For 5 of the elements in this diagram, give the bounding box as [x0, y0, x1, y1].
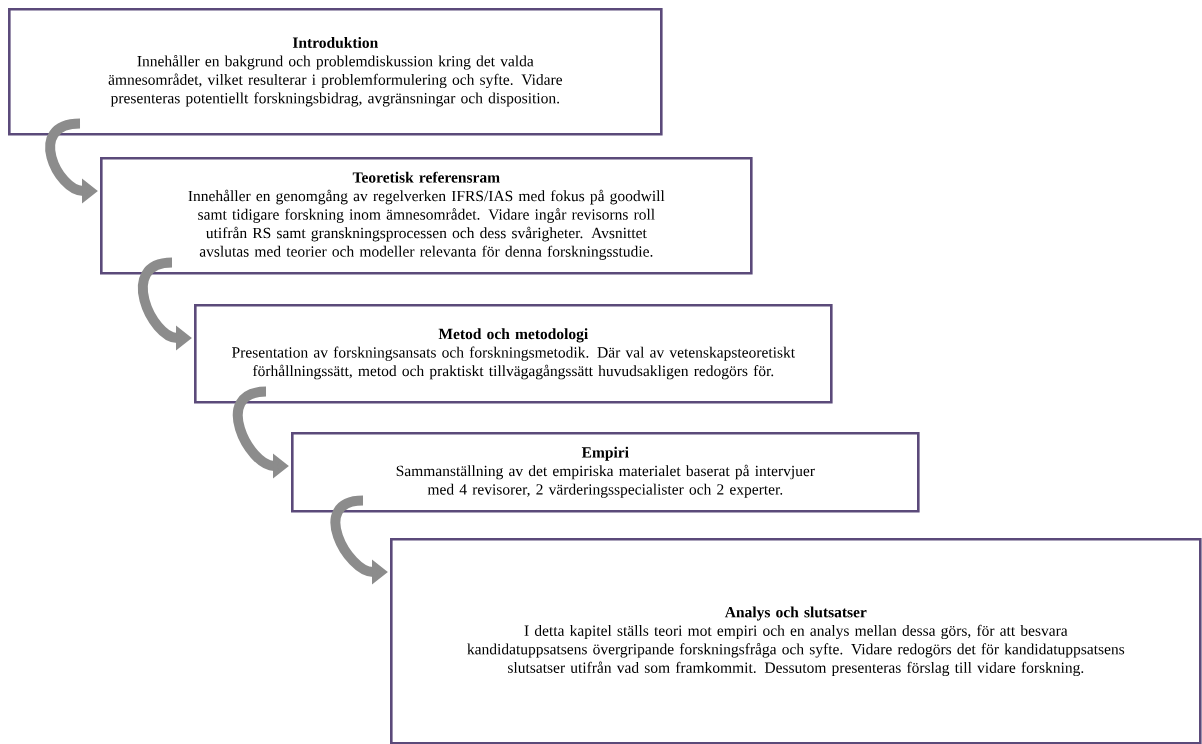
text-box: Empiri Sammanställning av det empiriska materialet baserat på intervjuer med 4 revisorer, 2 värderingsspecialister och 2 experter. [291, 432, 920, 513]
text-box: Introduktion Innehåller en bakgrund och problemdiskussion kring det valda ämnesområdet, vilket resulterar i problemformulering och syfte. Vidare presenteras potentiellt forskningsbidrag, avgränsningar och disposition. [8, 8, 663, 136]
text-box: Teoretisk referensram Innehåller en genomgång av regelverken IFRS/IAS med fokus på goodwill samt tidigare forskning inom ämnesområdet. Vidare ingår revisorns roll utifrån RS samt granskningsprocessen och dess svårigheter. Avsnittet avslutas med teorier och modeller relevanta för denna forskningsstudie. [100, 157, 753, 275]
text-box: Analys och slutsatser I detta kapitel ställs teori mot empiri och en analys mellan dessa görs, för att besvara kandidatuppsatsens övergripande forskningsfråga och syfte. Vidare redogörs det för kandidatuppsatsens slutsatser utifrån vad som framkommit. Dessutom presenteras förslag till vidare forskning. [390, 538, 1202, 744]
text-box: Metod och metodologi Presentation av forskningsansats och forskningsmetodik. Där val av vetenskapsteoretiskt förhållningssätt, metod och praktiskt tillvägagångssätt huvudsakligen redogörs för. [194, 304, 833, 404]
